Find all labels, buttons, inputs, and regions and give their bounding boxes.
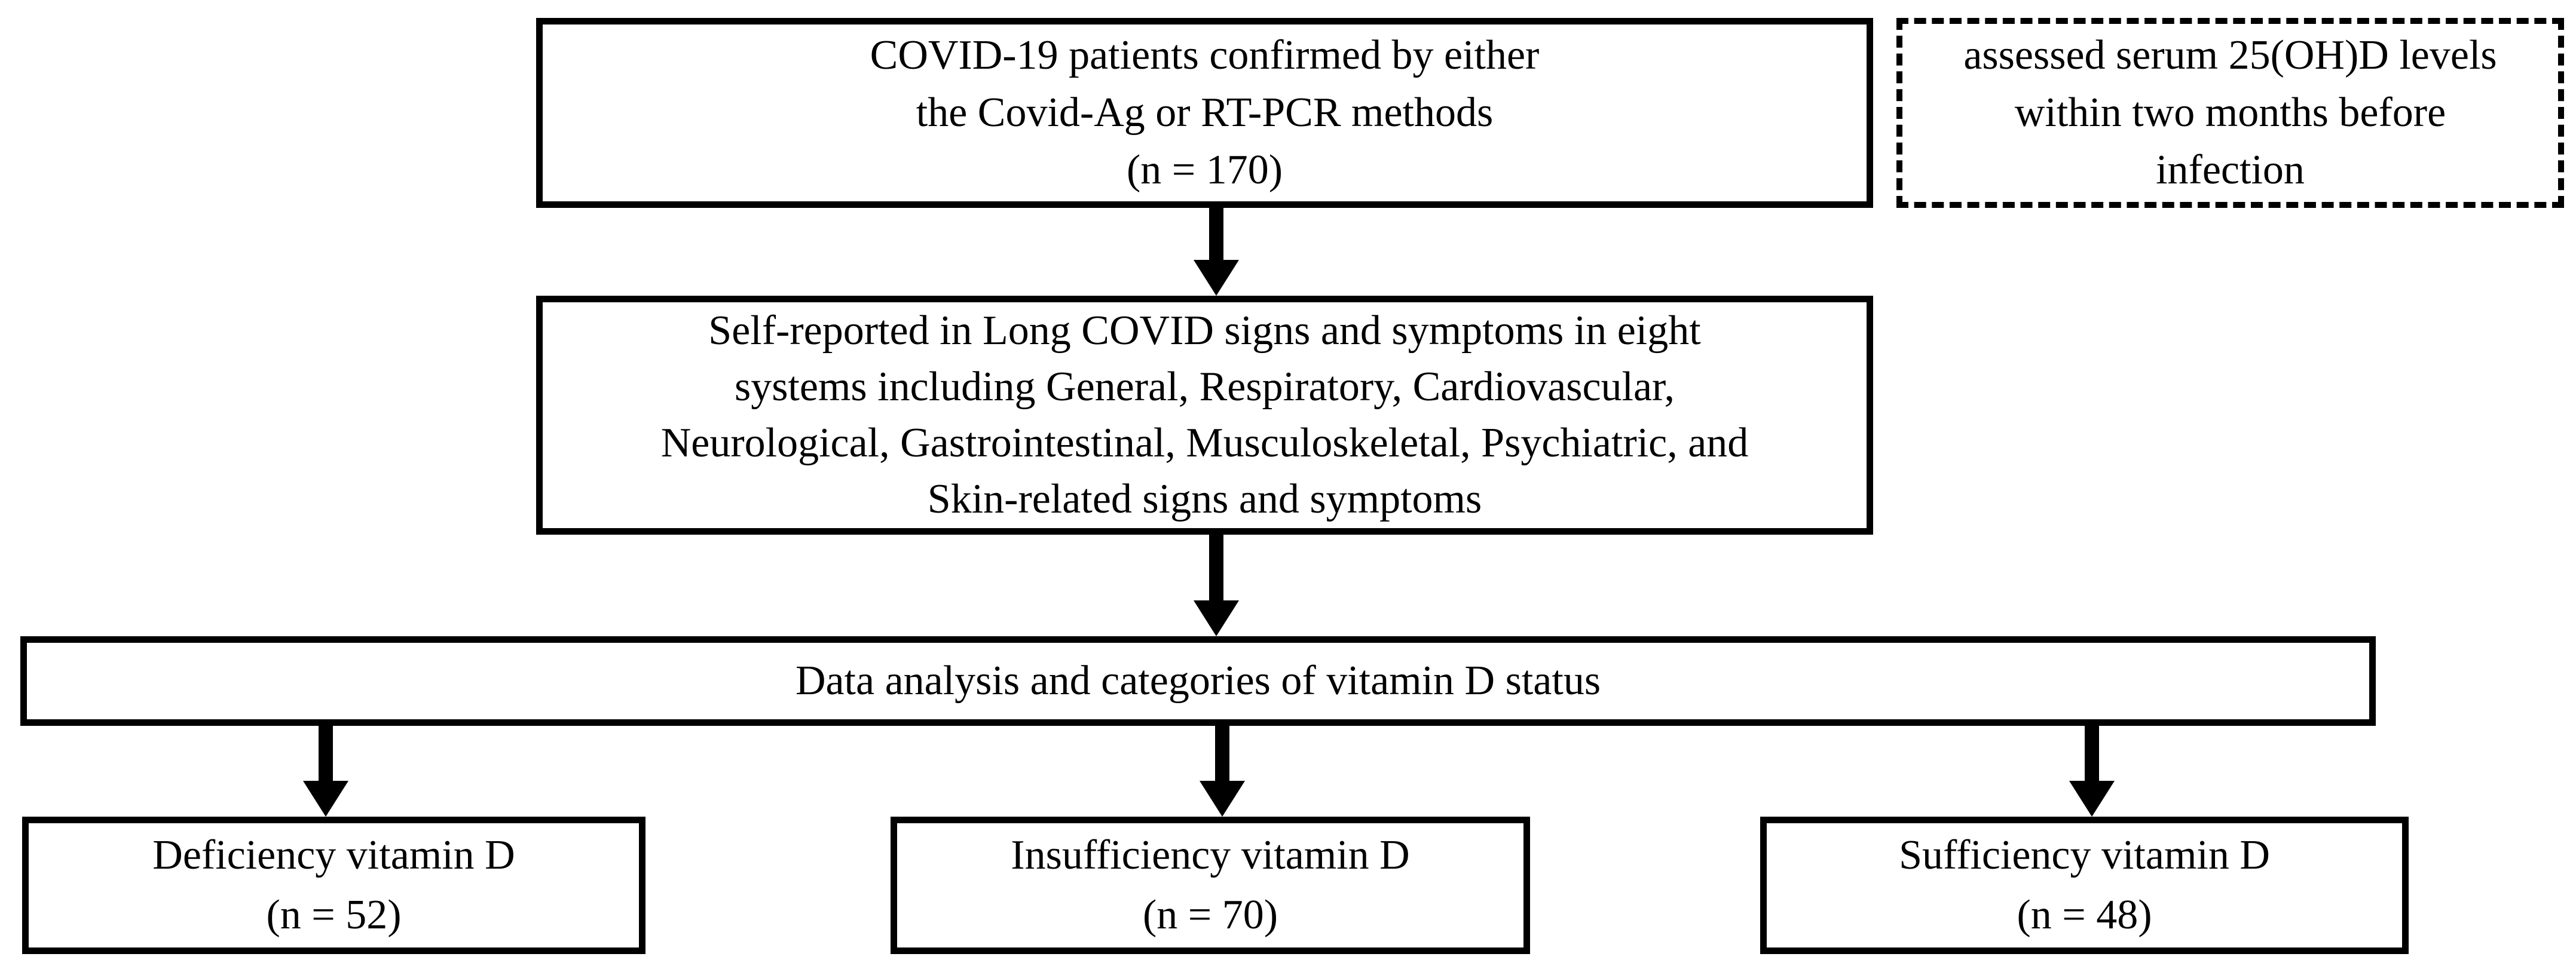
box-text-line: the Covid-Ag or RT-PCR methods [916,90,1494,136]
box-text-line: infection [2156,147,2305,193]
box-text-line: Skin-related signs and symptoms [927,476,1482,522]
box-text-line: (n = 48) [2017,892,2152,938]
arrow-head-icon [1194,260,1239,296]
box-text-line: COVID-19 patients confirmed by either [870,32,1540,78]
box-text-line: assessed serum 25(OH)D levels [1963,32,2497,78]
down-arrow [1194,535,1239,636]
box-text-line: (n = 70) [1142,892,1278,938]
box-text-line: Self-reported in Long COVID signs and sy… [708,308,1701,354]
box-text-line: within two months before [2014,90,2446,136]
down-arrow [1194,207,1239,296]
assessment-note-box: assessed serum 25(OH)D levels within two… [1896,18,2564,208]
arrow-head-icon [303,781,348,817]
box-text-line: Sufficiency vitamin D [1899,832,2270,878]
arrow-shaft [319,726,333,781]
insufficiency-outcome-box: Insufficiency vitamin D (n = 70) [891,817,1530,954]
down-arrow [2069,726,2115,817]
box-text-line: (n = 170) [1126,147,1283,193]
arrow-head-icon [1194,600,1239,636]
arrow-shaft [1209,207,1223,260]
arrow-shaft [1215,726,1229,781]
box-text-line: systems including General, Respiratory, … [734,364,1675,410]
down-arrow [1200,726,1245,817]
down-arrow [303,726,348,817]
enrollment-box: COVID-19 patients confirmed by either th… [536,18,1873,208]
symptoms-box: Self-reported in Long COVID signs and sy… [536,296,1873,535]
sufficiency-outcome-box: Sufficiency vitamin D (n = 48) [1760,817,2409,954]
box-text-line: Neurological, Gastrointestinal, Musculos… [660,420,1749,466]
arrow-head-icon [1200,781,1245,817]
box-text-line: Data analysis and categories of vitamin … [795,658,1601,704]
box-text-line: Insufficiency vitamin D [1011,832,1410,878]
deficiency-outcome-box: Deficiency vitamin D (n = 52) [22,817,645,954]
arrow-head-icon [2069,781,2115,817]
box-text-line: (n = 52) [266,892,402,938]
box-text-line: Deficiency vitamin D [152,832,515,878]
arrow-shaft [2085,726,2099,781]
arrow-shaft [1209,535,1223,600]
analysis-box: Data analysis and categories of vitamin … [20,636,2376,726]
